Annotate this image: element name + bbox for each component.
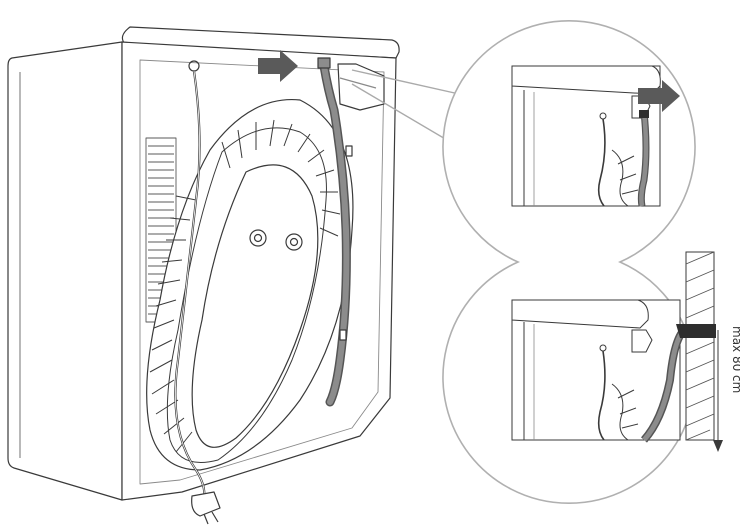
dryer-rear-view bbox=[7, 26, 400, 525]
detail-bottom bbox=[511, 251, 723, 452]
direction-arrow-icon bbox=[638, 80, 680, 112]
direction-arrow-icon bbox=[258, 50, 298, 82]
wall-hatch bbox=[685, 251, 715, 441]
inner-oval-panel bbox=[191, 164, 319, 448]
height-dimension bbox=[713, 330, 723, 452]
port-left bbox=[249, 229, 267, 247]
hose-clip bbox=[317, 57, 331, 69]
port-right bbox=[285, 233, 303, 251]
detail-bubbles bbox=[442, 19, 723, 505]
detail-top bbox=[511, 65, 680, 207]
hose-bracket bbox=[337, 63, 385, 111]
power-plug-icon bbox=[191, 491, 221, 525]
appliance-top-panel bbox=[121, 26, 400, 59]
hose-clamp bbox=[676, 324, 716, 338]
height-limit-label: max 80 cm bbox=[730, 326, 740, 393]
appliance-side-panel bbox=[7, 41, 123, 501]
